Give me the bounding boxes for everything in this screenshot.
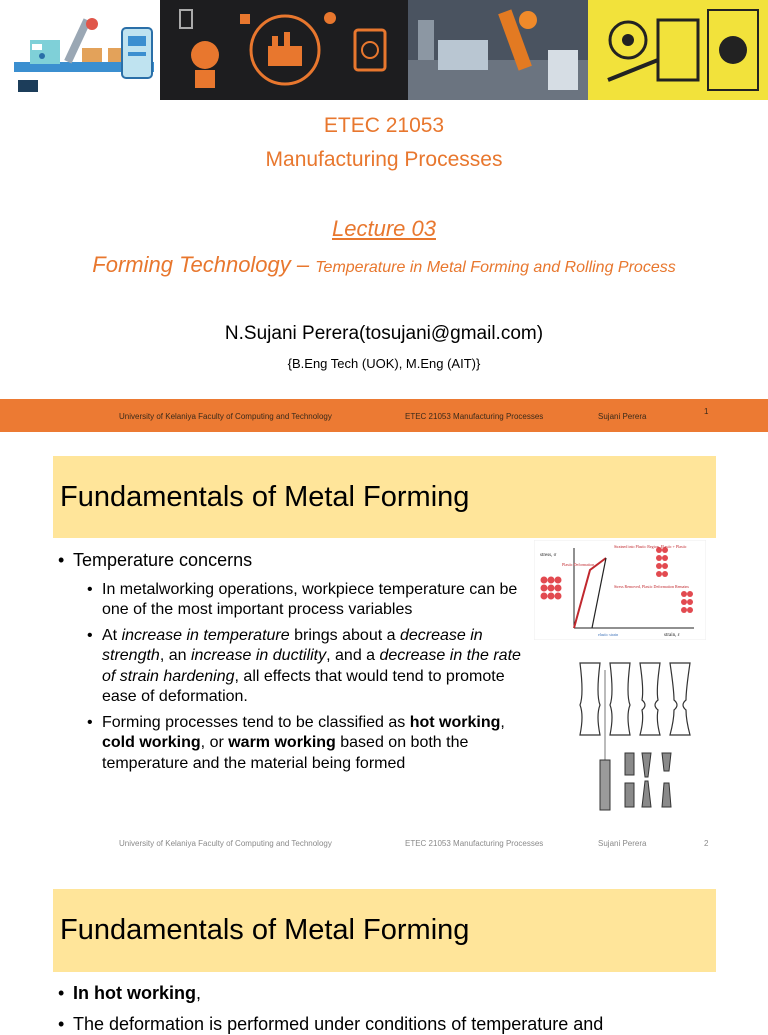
bullet-hot-working: In hot working, [58, 983, 201, 1004]
footer-page-number: 1 [704, 407, 709, 416]
sub-bullet-temperature-effects: At increase in temperature brings about … [58, 626, 528, 708]
factory-robot-illustration [12, 0, 160, 100]
course-name: Manufacturing Processes [265, 148, 503, 171]
stress-strain-figure: stress, σ strain, ε elastic strain Plast… [533, 539, 707, 641]
sub-bullet-classification: Forming processes tend to be classified … [58, 713, 528, 775]
slide-title-3: Fundamentals of Metal Forming [53, 889, 716, 972]
necking-specimens-figure [570, 655, 706, 825]
figure-elastic-strain-label: elastic strain [598, 632, 618, 637]
industrial-robot-photo [408, 0, 588, 100]
footer-university: University of Kelaniya Faculty of Comput… [119, 839, 332, 848]
slide-title: Fundamentals of Metal Forming [53, 456, 716, 538]
industry-icons-illustration [160, 0, 408, 100]
topic-main: Forming Technology – [92, 252, 316, 277]
figure-removed-label: Stress Removed, Plastic Deformation Rema… [614, 584, 689, 590]
author-name: N.Sujani Perera(tosujani@gmail.com) [224, 323, 544, 344]
machinery-sketch-illustration [588, 0, 768, 100]
lecture-topic: Forming Technology – Temperature in Meta… [0, 252, 768, 278]
footer-lecturer: Sujani Perera [598, 412, 647, 421]
bullet-temperature-concerns: Temperature concerns [58, 550, 528, 571]
slide-footer: University of Kelaniya Faculty of Comput… [0, 399, 768, 432]
sub-bullet-process-variables: In metalworking operations, workpiece te… [58, 580, 528, 621]
figure-plastic-deformation-label: Plastic Deformation [562, 562, 594, 567]
footer-lecturer: Sujani Perera [598, 839, 647, 848]
author-degrees: {B.Eng Tech (UOK), M.Eng (AIT)} [287, 356, 481, 371]
figure-x-axis-label: strain, ε [664, 633, 680, 638]
footer-page-number: 2 [704, 839, 709, 848]
footer-course: ETEC 21053 Manufacturing Processes [405, 839, 544, 848]
lecture-number: Lecture 03 [332, 216, 436, 241]
header-banner [12, 0, 768, 100]
figure-y-axis-label: stress, σ [540, 553, 557, 558]
slide-footer-2: University of Kelaniya Faculty of Comput… [0, 829, 768, 849]
footer-course: ETEC 21053 Manufacturing Processes [405, 412, 544, 421]
figure-strained-label: Strained into Plastic Region, Elastic + … [614, 544, 687, 550]
bullet-deformation-partial: The deformation is performed under condi… [58, 1014, 603, 1035]
footer-university: University of Kelaniya Faculty of Comput… [119, 412, 332, 421]
course-code: ETEC 21053 [323, 114, 445, 137]
topic-sub: Temperature in Metal Forming and Rolling… [315, 259, 676, 276]
slide-bullets: Temperature concerns In metalworking ope… [58, 550, 528, 779]
